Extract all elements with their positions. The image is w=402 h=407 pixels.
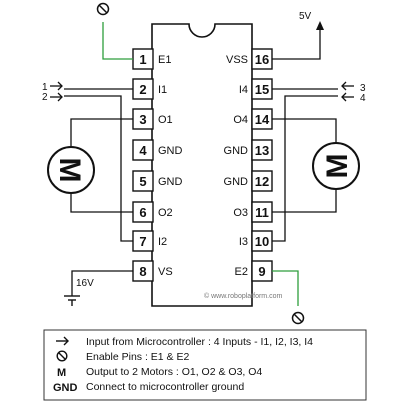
pin-number: 4: [139, 143, 147, 158]
legend-row-motors: M Output to 2 Motors : O1, O2 & O3, O4: [57, 366, 262, 379]
supply-16v-battery-icon: [64, 295, 80, 306]
legend-text-enable: Enable Pins : E1 & E2: [86, 351, 189, 363]
supply-16v-wire: [71, 270, 133, 296]
pin-number: 15: [255, 82, 269, 97]
legend-row-enable: Enable Pins : E1 & E2: [56, 350, 189, 363]
enable-e2-wire: [272, 270, 299, 306]
input-i2-wire: [64, 95, 133, 242]
right-pin-14: 14 O4: [233, 108, 273, 130]
pin-number: 9: [258, 264, 265, 279]
pin-label: I2: [158, 236, 167, 248]
input-1-label: 1: [42, 82, 48, 93]
supply-5v-arrow-icon: [316, 21, 324, 30]
legend-text-inputs: Input from Microcontroller : 4 Inputs - …: [86, 336, 313, 348]
pin-label: O3: [233, 207, 248, 219]
pin-number: 10: [255, 234, 269, 249]
pin-label: I3: [239, 236, 248, 248]
arrow-icon: [56, 336, 69, 346]
no-symbol-icon: [56, 350, 68, 362]
legend-text-motors: Output to 2 Motors : O1, O2 & O3, O4: [86, 366, 262, 378]
supply-5v-wire: [272, 27, 321, 60]
pin-label: O2: [158, 207, 173, 219]
left-pin-1: 1 E1: [132, 48, 171, 70]
ground-symbol: GND: [53, 382, 78, 394]
pin-number: 1: [139, 52, 146, 67]
legend-row-inputs: Input from Microcontroller : 4 Inputs - …: [56, 336, 313, 348]
enable-e1-wire: [102, 22, 133, 60]
pin-number: 12: [255, 174, 269, 189]
pin-number: 8: [139, 264, 146, 279]
left-pin-6: 6 O2: [132, 201, 173, 223]
pin-number: 13: [255, 143, 269, 158]
left-pin-5: 5 GND: [132, 170, 183, 192]
pin-label: E1: [158, 54, 171, 66]
left-pin-4: 4 GND: [132, 139, 183, 161]
legend-box: [43, 329, 367, 401]
motor-left-symbol: M: [53, 158, 86, 183]
right-pin-11: 11 O3: [233, 201, 273, 223]
right-pin-16: 16 VSS: [226, 48, 273, 70]
pin-number: 7: [139, 234, 146, 249]
legend-row-ground: GND Connect to microcontroller ground: [53, 381, 244, 394]
pin-label: GND: [158, 176, 183, 188]
enable-e1-no-symbol-icon: [96, 2, 110, 16]
pin-number: 14: [255, 112, 270, 127]
motor-left: M: [47, 146, 95, 194]
pin-label: GND: [158, 145, 183, 157]
pin-number: 6: [139, 205, 146, 220]
right-pin-9: 9 E2: [235, 260, 273, 282]
pin-label: VSS: [226, 54, 248, 66]
legend-text-ground: Connect to microcontroller ground: [86, 381, 244, 393]
motor-left-wire-o1: [70, 118, 133, 146]
supply-5v-label: 5V: [299, 11, 312, 22]
pin-number: 11: [255, 205, 269, 220]
supply-16v-label: 16V: [76, 278, 94, 289]
enable-e2-no-symbol-icon: [291, 311, 305, 325]
left-pin-3: 3 O1: [132, 108, 173, 130]
motor-left-wire-o2: [70, 194, 133, 213]
right-pin-10: 10 I3: [239, 230, 273, 252]
motor-right-wire-o3: [272, 189, 337, 213]
input-3-label: 3: [360, 83, 366, 94]
motor-right-symbol: M: [321, 154, 354, 179]
pin-label: VS: [158, 266, 173, 278]
pin-number: 16: [255, 52, 269, 67]
left-pin-8: 8 VS: [132, 260, 173, 282]
pin-number: 5: [139, 174, 146, 189]
pin-label: E2: [235, 266, 248, 278]
pin-label: I1: [158, 84, 167, 96]
motor-symbol: M: [57, 367, 66, 379]
input-4-label: 4: [360, 93, 366, 104]
pin-label: I4: [239, 84, 248, 96]
pin-label: O4: [233, 114, 248, 126]
input-i3-wire: [272, 95, 338, 242]
pin-label: O1: [158, 114, 173, 126]
input-arrows-left-icon: [50, 81, 63, 102]
right-pin-12: 12 GND: [224, 170, 273, 192]
pin-label: GND: [224, 145, 249, 157]
chip-body: [151, 23, 253, 307]
right-pin-13: 13 GND: [224, 139, 273, 161]
input-arrows-right-icon: [341, 81, 354, 102]
pin-number: 2: [139, 82, 146, 97]
input-2-label: 2: [42, 92, 48, 103]
pin-number: 3: [139, 112, 146, 127]
watermark: © www.roboplatform.com: [204, 292, 282, 300]
pin-label: GND: [224, 176, 249, 188]
motor-right: M: [312, 142, 360, 190]
motor-right-wire-o4: [272, 118, 337, 143]
